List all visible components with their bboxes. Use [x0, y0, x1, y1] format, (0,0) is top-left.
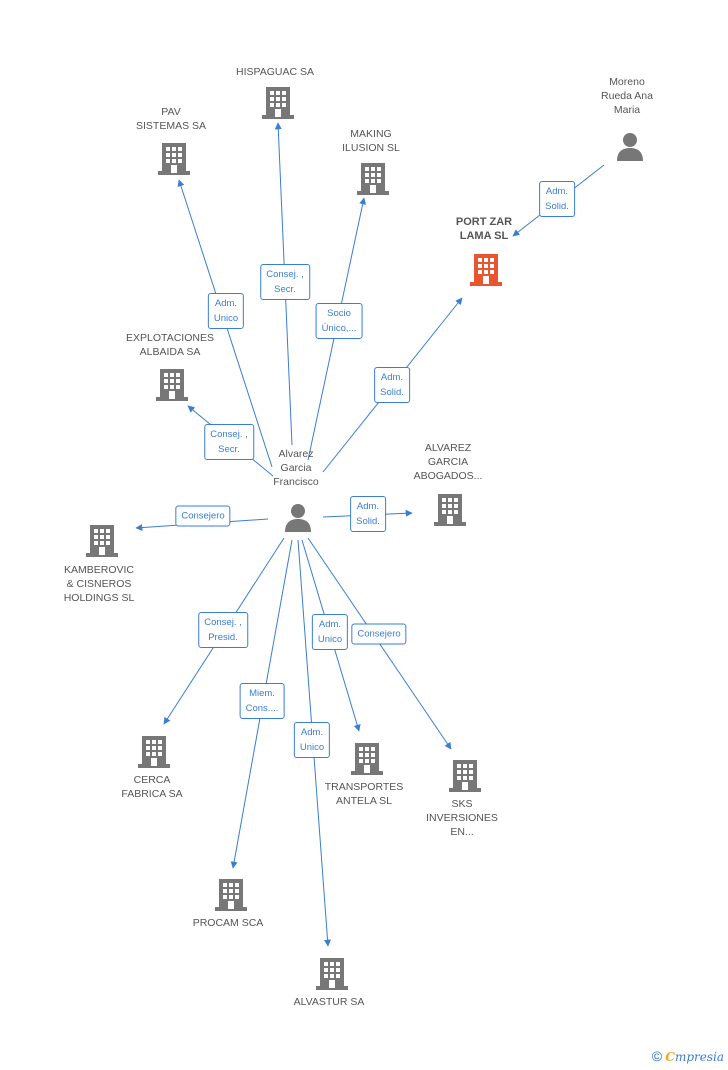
- edge-label-alvarez-pav[interactable]: Adm. Unico: [207, 293, 245, 329]
- portzar-building-icon[interactable]: [470, 252, 502, 286]
- brand-name: mpresia: [674, 1050, 724, 1064]
- abogados-building-icon[interactable]: [434, 492, 466, 526]
- kamberovic-label[interactable]: KAMBEROVIC & CISNEROS HOLDINGS SL: [63, 564, 135, 604]
- explotaciones-label[interactable]: EXPLOTACIONES ALBAIDA SA: [126, 332, 214, 358]
- sks-label[interactable]: SKS INVERSIONES EN...: [426, 798, 498, 838]
- edge-label-alvarez-alvastur[interactable]: Adm. Unico: [293, 722, 331, 758]
- edge-label-moreno-portzar[interactable]: Adm. Solid.: [539, 181, 575, 217]
- edge-label-alvarez-abogados[interactable]: Adm. Solid.: [350, 496, 386, 532]
- transportes-label[interactable]: TRANSPORTES ANTELA SL: [324, 781, 404, 807]
- sks-building-icon[interactable]: [449, 758, 481, 792]
- edge-label-alvarez-hispaguac[interactable]: Consej. , Secr.: [260, 264, 310, 300]
- edge-label-alvarez-transportes[interactable]: Adm. Unico: [311, 614, 349, 650]
- hispaguac-label[interactable]: HISPAGUAC SA: [236, 66, 314, 78]
- making-building-icon[interactable]: [357, 161, 389, 195]
- explotaciones-building-icon[interactable]: [156, 367, 188, 401]
- pav-building-icon[interactable]: [158, 141, 190, 175]
- moreno-person-icon[interactable]: [615, 131, 645, 161]
- hispaguac-building-icon[interactable]: [262, 85, 294, 119]
- transportes-building-icon[interactable]: [351, 741, 383, 775]
- edge-label-alvarez-sks[interactable]: Consejero: [351, 623, 407, 645]
- alvastur-label[interactable]: ALVASTUR SA: [293, 996, 365, 1008]
- kamberovic-building-icon[interactable]: [86, 523, 118, 557]
- copyright-symbol: ©: [651, 1048, 663, 1064]
- edge-label-alvarez-portzar[interactable]: Adm. Solid.: [374, 367, 410, 403]
- abogados-label[interactable]: ALVAREZ GARCIA ABOGADOS...: [413, 442, 483, 482]
- procam-label[interactable]: PROCAM SCA: [192, 917, 264, 929]
- making-label[interactable]: MAKING ILUSION SL: [342, 128, 400, 154]
- pav-label[interactable]: PAV SISTEMAS SA: [135, 106, 207, 132]
- empresia-logo: © Cmpresia: [652, 1048, 724, 1064]
- alvarez-label[interactable]: Alvarez Garcia Francisco: [273, 448, 319, 488]
- edge-label-alvarez-explotaciones[interactable]: Consej. , Secr.: [204, 424, 254, 460]
- procam-building-icon[interactable]: [215, 877, 247, 911]
- edge-label-alvarez-procam[interactable]: Miem. Cons....: [239, 683, 285, 719]
- edge-label-alvarez-kamberovic[interactable]: Consejero: [175, 505, 231, 527]
- edge-label-alvarez-cerca[interactable]: Consej. , Presid.: [198, 612, 248, 648]
- alvarez-person-icon[interactable]: [283, 502, 313, 532]
- portzar-label[interactable]: PORT ZAR LAMA SL: [455, 216, 513, 242]
- cerca-label[interactable]: CERCA FABRICA SA: [121, 774, 183, 800]
- cerca-building-icon[interactable]: [138, 734, 170, 768]
- alvastur-building-icon[interactable]: [316, 956, 348, 990]
- edge-label-alvarez-making[interactable]: Socio Único,...: [315, 303, 363, 339]
- brand-initial: C: [665, 1050, 675, 1064]
- moreno-label[interactable]: Moreno Rueda Ana Maria: [601, 76, 653, 116]
